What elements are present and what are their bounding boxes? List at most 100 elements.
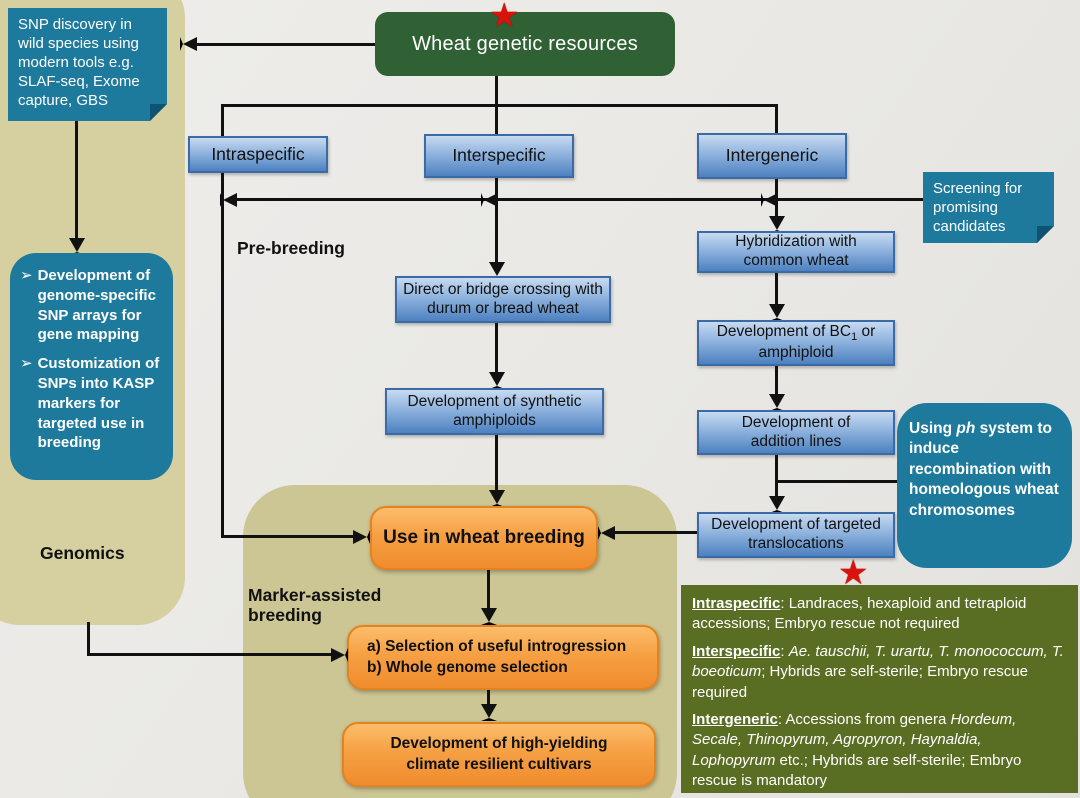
wheat-genetic-resources-box: Wheat genetic resources (375, 12, 675, 76)
intraspecific-descent (221, 173, 224, 538)
screening-text: Screening for promising candidates (933, 180, 1023, 235)
genomics-bullet-1: ➢ Development of genome-specific SNP arr… (20, 266, 163, 345)
ph-pre: Using (909, 420, 957, 437)
cultivars-label: Development of high-yielding climate res… (390, 735, 608, 773)
legend-interspecific-rest: ; Hybrids are self-sterile; Embryo rescu… (692, 663, 1028, 701)
legend-intergeneric: Intergeneric: Accessions from genera Hor… (692, 710, 1067, 792)
genomics-out-line-h (87, 653, 332, 656)
arrowhead-left (180, 37, 197, 51)
legend-intergeneric-pre: : Accessions from genera (777, 710, 951, 728)
genomics-text: Genomics (40, 543, 125, 563)
bc1-sub: 1 (851, 330, 858, 343)
screening-note-fold-icon (1037, 226, 1054, 243)
cultivars-box: Development of high-yielding climate res… (342, 722, 656, 787)
snp-discovery-note: SNP discovery in wild species using mode… (8, 8, 167, 121)
arrowhead-down (488, 490, 505, 507)
ph-connector-line (778, 480, 897, 483)
direct-crossing-label: Direct or bridge crossing with durum or … (403, 280, 603, 317)
legend-intraspecific: Intraspecific: Landraces, hexaploid and … (692, 594, 1067, 635)
genomics-panel: ➢ Development of genome-specific SNP arr… (10, 253, 173, 480)
ph-system-box: Using ph system to induce recombination … (897, 403, 1072, 568)
intergeneric-box: Intergeneric (697, 133, 847, 179)
legend-intergeneric-term: Intergeneric (692, 710, 778, 728)
marker-assisted-text: Marker-assisted breeding (248, 585, 382, 626)
legend-interspecific: Interspecific: Ae. tauschii, T. urartu, … (692, 642, 1067, 703)
hybridization-box: Hybridization with common wheat (697, 231, 895, 273)
intergeneric-descent (775, 179, 778, 217)
line-addition-to-transloc (775, 455, 778, 497)
arrowhead-down (768, 394, 785, 411)
genomics-out-line-v (87, 622, 90, 656)
line-hyb-to-bc1 (775, 273, 778, 305)
genomics-bullet-2: ➢ Customization of SNPs into KASP marker… (20, 354, 163, 453)
legend-intergeneric-rest: etc.; Hybrids are self-sterile; Embryo r… (692, 751, 1022, 790)
line-snp-to-panel (75, 121, 78, 239)
star-icon: ★ (489, 0, 520, 35)
translocations-label: Development of targeted translocations (711, 516, 881, 552)
legend-interspecific-term: Interspecific (692, 642, 781, 660)
legend-intraspecific-term: Intraspecific (692, 595, 781, 612)
genomics-item-2-text: Customization of SNPs into KASP markers … (37, 355, 160, 452)
legend-intraspecific-rest: : Landraces, hexaploid and tetraploid ac… (692, 595, 1027, 633)
ph-italic: ph (956, 420, 976, 437)
synthetic-amphiploids-label: Development of synthetic amphiploids (407, 392, 582, 429)
intergeneric-label: Intergeneric (725, 145, 819, 166)
use-in-wheat-breeding-box: Use in wheat breeding (370, 506, 598, 570)
addition-lines-label: Development of addition lines (741, 413, 851, 450)
ph-post: system to induce recombination with home… (909, 420, 1059, 519)
interspecific-label: Interspecific (452, 145, 546, 166)
interspecific-descent (495, 178, 498, 263)
arrowhead-left (598, 525, 615, 540)
synthetic-amphiploids-box: Development of synthetic amphiploids (385, 388, 604, 435)
screening-line (231, 198, 923, 201)
star-icon: ★ (838, 554, 869, 592)
addition-lines-box: Development of addition lines (697, 410, 895, 455)
legend-interspecific-sep: : (780, 642, 789, 660)
arrowhead-left (761, 192, 778, 207)
bc1-label: Development of BC1 or amphiploid (709, 323, 884, 363)
line-bc1-to-addition (775, 366, 778, 395)
pre-breeding-text: Pre-breeding (237, 238, 345, 258)
drop-intraspecific (221, 104, 224, 138)
arrowhead-down (768, 496, 785, 513)
legend-intergeneric-genera: Hordeum, Secale, Thinopyrum, Agropyron, … (692, 710, 1017, 769)
translocations-box: Development of targeted translocations (697, 512, 895, 558)
genomics-item-1-text: Development of genome-specific SNP array… (37, 267, 156, 344)
screening-note: Screening for promising candidates (923, 172, 1054, 243)
line-synthetic-to-use (495, 435, 498, 491)
bullet-arrow-icon: ➢ (20, 355, 33, 373)
arrow-header-to-snp (192, 43, 375, 46)
arrowhead-right (331, 648, 348, 662)
arrowhead-right (353, 530, 370, 544)
snp-discovery-text: SNP discovery in wild species using mode… (18, 16, 140, 109)
intraspecific-elbow (221, 535, 354, 538)
arrowhead-down (480, 704, 497, 721)
drop-interspecific (495, 104, 498, 136)
line-transloc-to-use (612, 531, 697, 534)
drop-intergeneric (775, 104, 778, 135)
arrowhead-down (768, 304, 785, 321)
genomics-label: Genomics (40, 543, 125, 563)
selection-box: a) Selection of useful introgression b) … (347, 625, 659, 690)
legend-box: Intraspecific: Landraces, hexaploid and … (681, 585, 1078, 793)
legend-interspecific-species: Ae. tauschii, T. urartu, T. monococcum, … (692, 642, 1064, 681)
header-title: Wheat genetic resources (412, 32, 638, 55)
bc1-box: Development of BC1 or amphiploid (697, 320, 895, 366)
direct-crossing-box: Direct or bridge crossing with durum or … (395, 276, 611, 323)
interspecific-box: Interspecific (424, 134, 574, 178)
arrowhead-down (488, 372, 505, 389)
arrowhead-left (481, 192, 498, 207)
pre-breeding-label: Pre-breeding (237, 238, 345, 258)
line-direct-to-synthetic (495, 323, 498, 373)
arrowhead-down (480, 608, 497, 625)
line-selection-to-cultivars (487, 690, 490, 705)
trunk-line (495, 76, 498, 106)
line-use-to-selection (487, 570, 490, 608)
use-in-breeding-label: Use in wheat breeding (383, 526, 585, 548)
bullet-arrow-icon: ➢ (20, 267, 33, 284)
bc1-pre: Development of BC (716, 322, 852, 340)
branch-line (221, 104, 778, 107)
selection-b-label: b) Whole genome selection (367, 658, 568, 676)
intraspecific-label: Intraspecific (211, 143, 305, 164)
